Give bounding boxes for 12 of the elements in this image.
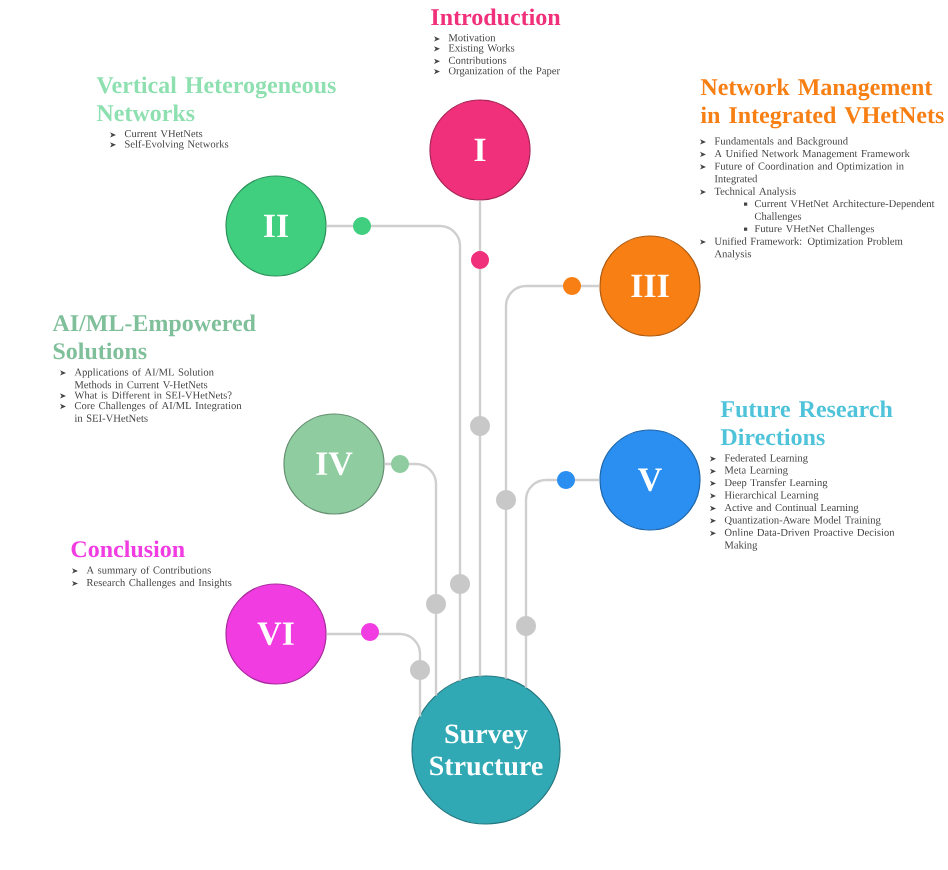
connector-line (384, 462, 438, 696)
connector-line (524, 478, 600, 688)
section-heading: AI/ML-Empowered Solutions (52, 314, 256, 360)
section-heading: Vertical Heterogeneous Networks (96, 76, 336, 122)
section-heading: Conclusion (71, 540, 185, 558)
connector-line (326, 632, 422, 717)
section-heading: Network Management in Integrated VHetNets (700, 78, 944, 129)
section-heading: Future Research Directions (720, 400, 893, 446)
section-heading: Introduction (431, 8, 561, 26)
connector-line (504, 284, 600, 679)
connector-line (326, 224, 462, 681)
connector-line (478, 200, 482, 677)
